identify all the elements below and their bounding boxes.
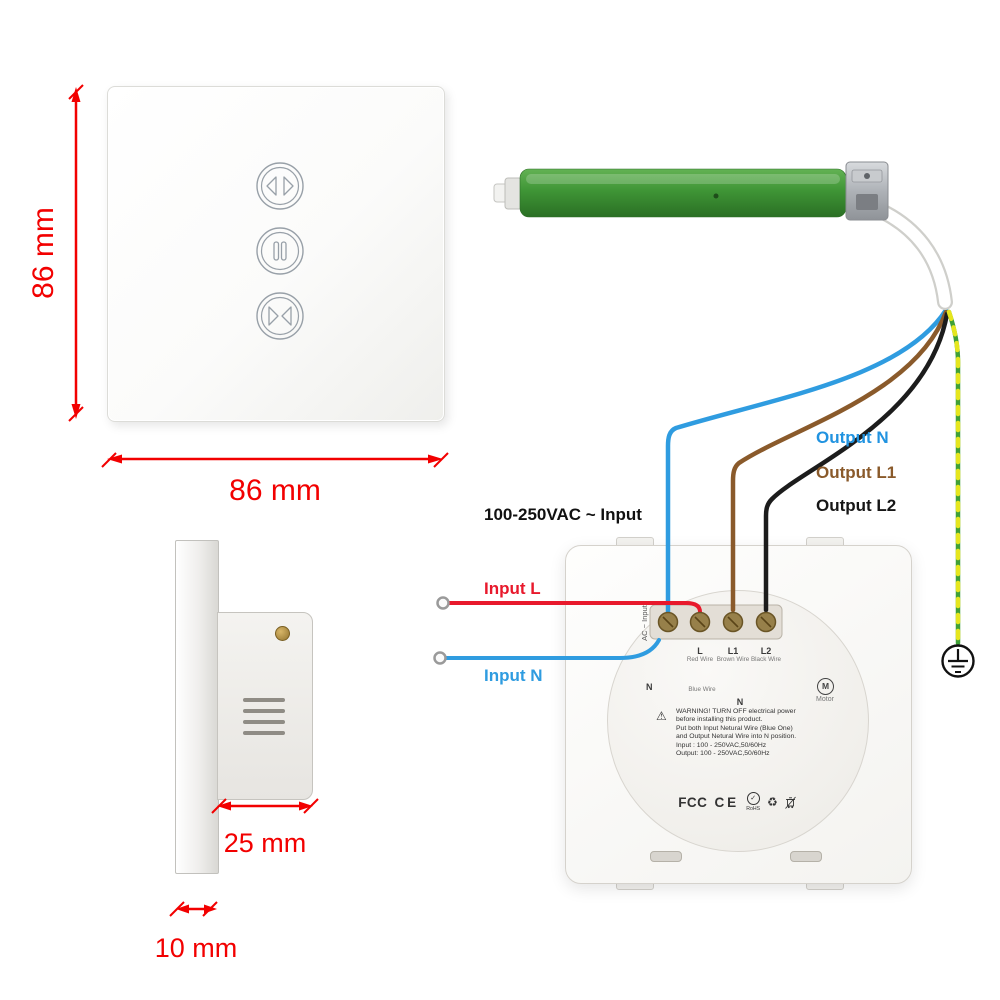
- side-view-module-box: [217, 612, 313, 800]
- output-n-label: Output N: [816, 428, 889, 447]
- check-icon: ✓: [746, 792, 760, 805]
- width-dimension-arrow: [101, 452, 449, 468]
- input-voltage-label: 100-250VAC ~ Input: [484, 505, 642, 524]
- motor-label: Motor: [816, 696, 834, 703]
- certification-row: FCC CE ✓ RoHS ♻: [664, 792, 810, 812]
- rohs-text: RoHS: [746, 806, 761, 812]
- curtain-open-icon: [256, 162, 304, 210]
- warning-line: Output: 100 - 250VAC,50/60Hz: [676, 750, 770, 758]
- input-n-label: Input N: [484, 666, 543, 685]
- terminal-block: [649, 604, 783, 640]
- input-l-wire-end: [436, 596, 450, 610]
- terminal-wire-name: Red Wire: [686, 656, 714, 663]
- terminal-code: L1: [727, 646, 739, 656]
- wire-input-n-blue: [443, 638, 661, 660]
- side-view-screw: [275, 626, 290, 641]
- vent-slot: [243, 731, 285, 735]
- terminal-wire-name: Brown Wire: [716, 656, 750, 663]
- mounting-slot: [790, 851, 822, 862]
- fcc-mark: FCC: [678, 794, 708, 810]
- warning-line: WARNING! TURN OFF electrical power: [676, 708, 796, 715]
- terminal-code: L2: [760, 646, 772, 656]
- ground-symbol-icon: [941, 644, 975, 678]
- warning-icon: ⚠: [656, 709, 667, 723]
- motor-symbol: M: [817, 678, 834, 695]
- input-n-wire-end: [433, 651, 447, 665]
- terminal-label-n: N: [646, 682, 653, 692]
- screw-terminal-n: [657, 611, 679, 633]
- neutral-wire-name: Blue Wire: [688, 686, 716, 693]
- warning-line: before installing this product.: [676, 716, 763, 724]
- pause-button: [255, 226, 305, 276]
- vent-slot: [243, 698, 285, 702]
- terminal-label-n-center: N: [736, 697, 744, 707]
- front-switch-panel: [107, 86, 445, 422]
- wire-output-n-blue: [665, 307, 949, 615]
- screw-terminal-l: [689, 611, 711, 633]
- warning-text: WARNING! TURN OFF electrical power befor…: [676, 708, 841, 759]
- height-dimension-label: 86 mm: [27, 207, 60, 299]
- vent-slot: [243, 709, 285, 713]
- terminal-wire-name: Black Wire: [750, 656, 782, 663]
- warning-line: Input : 100 - 250VAC,50/60Hz: [676, 741, 767, 749]
- depth-dimension-arrow: [211, 798, 319, 814]
- thickness-dimension-label: 10 mm: [154, 933, 238, 963]
- motor-highlight: [526, 174, 840, 184]
- output-l2-label: Output L2: [816, 496, 897, 515]
- warning-line: and Output Netural Wire into N position.: [676, 733, 797, 741]
- depth-dimension-label: 25 mm: [223, 828, 307, 858]
- height-dimension-arrow: [68, 84, 84, 422]
- thickness-dimension-arrow: [169, 901, 218, 917]
- vent-slot: [243, 720, 285, 724]
- pause-icon: [256, 227, 304, 275]
- curtain-close-button: [255, 291, 305, 341]
- terminal-label-l: L Red Wire: [678, 646, 722, 664]
- wire-ground-yellow-stripe: [946, 309, 961, 646]
- motor-bracket-hole: [864, 173, 870, 179]
- rohs-mark: ✓ RoHS: [746, 792, 760, 812]
- curtain-open-button: [255, 161, 305, 211]
- terminal-label-l2: L2 Black Wire: [744, 646, 788, 664]
- warning-line: Put both Input Netural Wire (Blue One): [676, 724, 793, 732]
- motor-end-cap: [504, 177, 523, 210]
- output-l1-label: Output L1: [816, 463, 897, 482]
- width-dimension-label: 86 mm: [229, 474, 321, 507]
- side-view-glass-panel: [175, 540, 219, 874]
- motor-hole: [713, 193, 719, 199]
- curtain-close-icon: [256, 292, 304, 340]
- terminal-code: L: [697, 646, 703, 656]
- weee-bin-icon: [784, 796, 796, 809]
- wire-output-l1-brown: [730, 309, 949, 613]
- wire-output-l2-black: [763, 311, 950, 613]
- screw-terminal-l2: [755, 611, 777, 633]
- screw-terminal-l1: [722, 611, 744, 633]
- input-l-label: Input L: [484, 579, 541, 598]
- terminal-label-l1: L1 Brown Wire: [711, 646, 755, 664]
- ce-mark: CE: [714, 794, 740, 810]
- motor-bracket-plate: [856, 194, 878, 210]
- recycle-icon: ♻: [767, 795, 778, 809]
- mounting-slot: [650, 851, 682, 862]
